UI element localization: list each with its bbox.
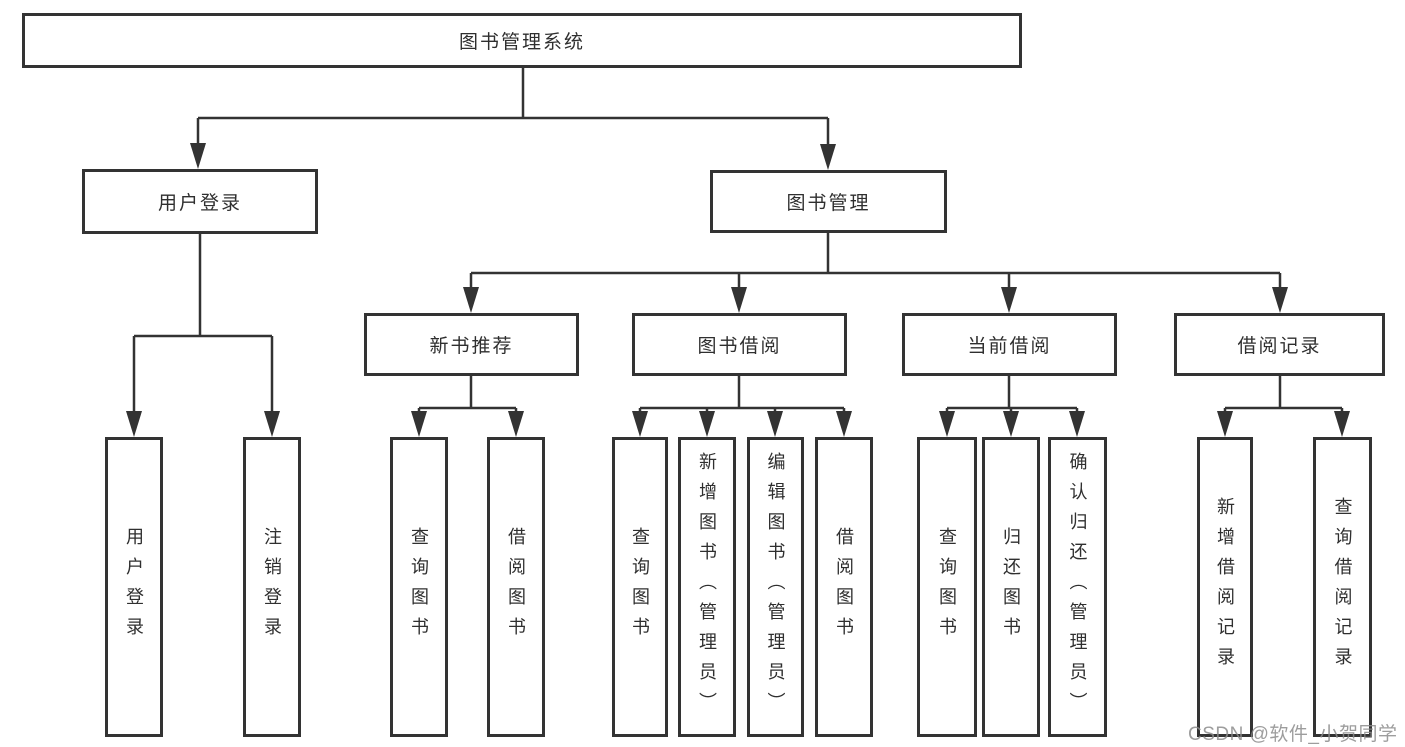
- leaf-records-query-record: 查询借阅记录: [1313, 437, 1372, 737]
- csdn-watermark: CSDN @软件_小贺同学: [1188, 724, 1398, 745]
- node-current-borrow: 当前借阅: [902, 313, 1117, 376]
- node-book-management: 图书管理: [710, 170, 947, 233]
- leaf-current-return-book: 归还图书: [982, 437, 1040, 737]
- node-borrow-records: 借阅记录: [1174, 313, 1385, 376]
- connector-lines: [132, 68, 1344, 417]
- leaf-borrow-borrow-book: 借阅图书: [815, 437, 873, 737]
- node-user-login-branch: 用户登录: [82, 169, 318, 234]
- leaf-logout: 注销登录: [243, 437, 301, 737]
- leaf-borrow-edit-book-admin: 编辑图书（管理员）: [747, 437, 804, 737]
- leaf-records-add-record: 新增借阅记录: [1197, 437, 1253, 737]
- node-book-borrow: 图书借阅: [632, 313, 847, 376]
- leaf-user-login: 用户登录: [105, 437, 163, 737]
- node-new-book-recommend: 新书推荐: [364, 313, 579, 376]
- leaf-current-confirm-return-admin: 确认归还（管理员）: [1048, 437, 1107, 737]
- leaf-borrow-add-book-admin: 新增图书（管理员）: [678, 437, 736, 737]
- node-root-system: 图书管理系统: [22, 13, 1022, 68]
- arrowheads: [126, 143, 1350, 437]
- leaf-current-query-book: 查询图书: [917, 437, 977, 737]
- leaf-borrow-query-book: 查询图书: [612, 437, 668, 737]
- leaf-recommend-query-book: 查询图书: [390, 437, 448, 737]
- leaf-recommend-borrow-book: 借阅图书: [487, 437, 545, 737]
